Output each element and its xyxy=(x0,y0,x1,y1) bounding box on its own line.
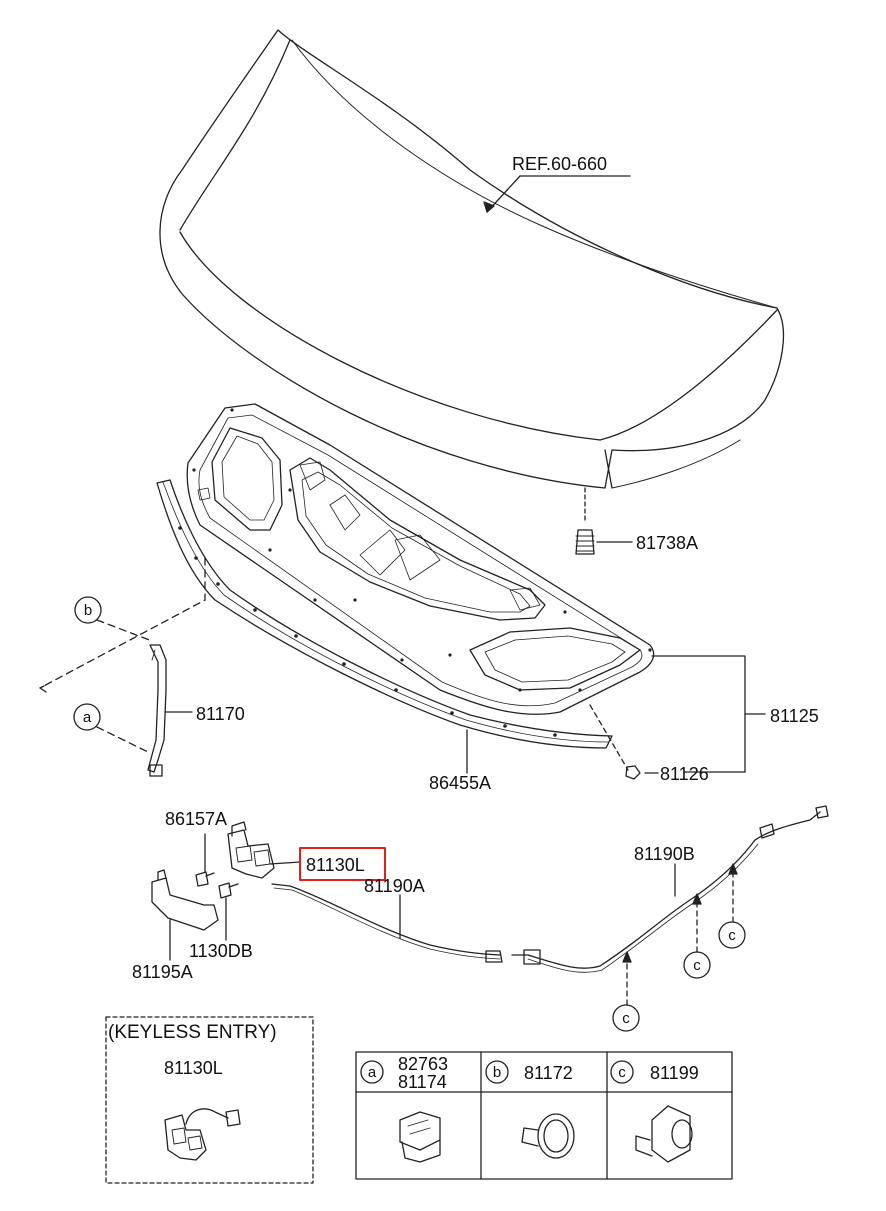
legend-table xyxy=(355,1051,733,1180)
hood-panel xyxy=(159,29,785,489)
callout-c1-text: c xyxy=(622,1010,630,1027)
callout-c3-text: c xyxy=(728,927,736,944)
clip-81126 xyxy=(589,704,659,780)
label-1130DB: 1130DB xyxy=(189,941,253,961)
seal-strip xyxy=(156,479,613,774)
label-81170: 81170 xyxy=(196,704,245,724)
callout-c1-circle xyxy=(612,1004,640,1032)
label-81130L: 81130L xyxy=(306,855,365,875)
keyless-title: (KEYLESS ENTRY) xyxy=(108,1022,277,1043)
label-81738A: 81738A xyxy=(636,533,698,553)
callout-c3-circle xyxy=(718,921,746,949)
release-cable-81190B xyxy=(511,805,829,1006)
insulator-pad xyxy=(186,403,655,715)
legend-b-key: b xyxy=(493,1064,501,1081)
legend-a-line1: 82763 xyxy=(398,1054,448,1074)
callout-a-text: a xyxy=(83,709,92,726)
legend-c-line1: 81199 xyxy=(650,1063,699,1083)
highlight-box xyxy=(299,847,386,881)
leader-81125 xyxy=(651,655,766,773)
release-cable-81190A xyxy=(271,883,503,963)
callout-b-circle xyxy=(74,596,102,624)
keyless-part: 81130L xyxy=(164,1058,223,1078)
hood-latch xyxy=(227,821,301,879)
label-81190B: 81190B xyxy=(634,844,695,864)
legend-a-key: a xyxy=(368,1064,377,1081)
legend-c-key: c xyxy=(618,1064,626,1081)
ref-leader xyxy=(483,175,631,213)
label-81195A: 81195A xyxy=(132,962,193,982)
legend-b-line1: 81172 xyxy=(524,1063,573,1083)
label-81126: 81126 xyxy=(660,764,709,784)
callout-b-text: b xyxy=(84,602,92,619)
prop-rod xyxy=(39,557,206,777)
keyless-entry-box xyxy=(105,1016,314,1184)
callout-a-circle xyxy=(73,703,101,731)
label-86157A: 86157A xyxy=(165,809,227,829)
latch-bolts xyxy=(195,833,239,941)
lock-bracket xyxy=(151,869,219,961)
callout-c2-circle xyxy=(683,951,711,979)
ref-label: REF.60-660 xyxy=(512,154,607,174)
bumper-stop xyxy=(575,487,633,555)
label-81190A: 81190A xyxy=(364,876,425,896)
callout-c2-text: c xyxy=(693,957,701,974)
label-86455A: 86455A xyxy=(429,773,491,793)
legend-a-line2: 81174 xyxy=(398,1072,447,1092)
label-81125: 81125 xyxy=(770,706,819,726)
